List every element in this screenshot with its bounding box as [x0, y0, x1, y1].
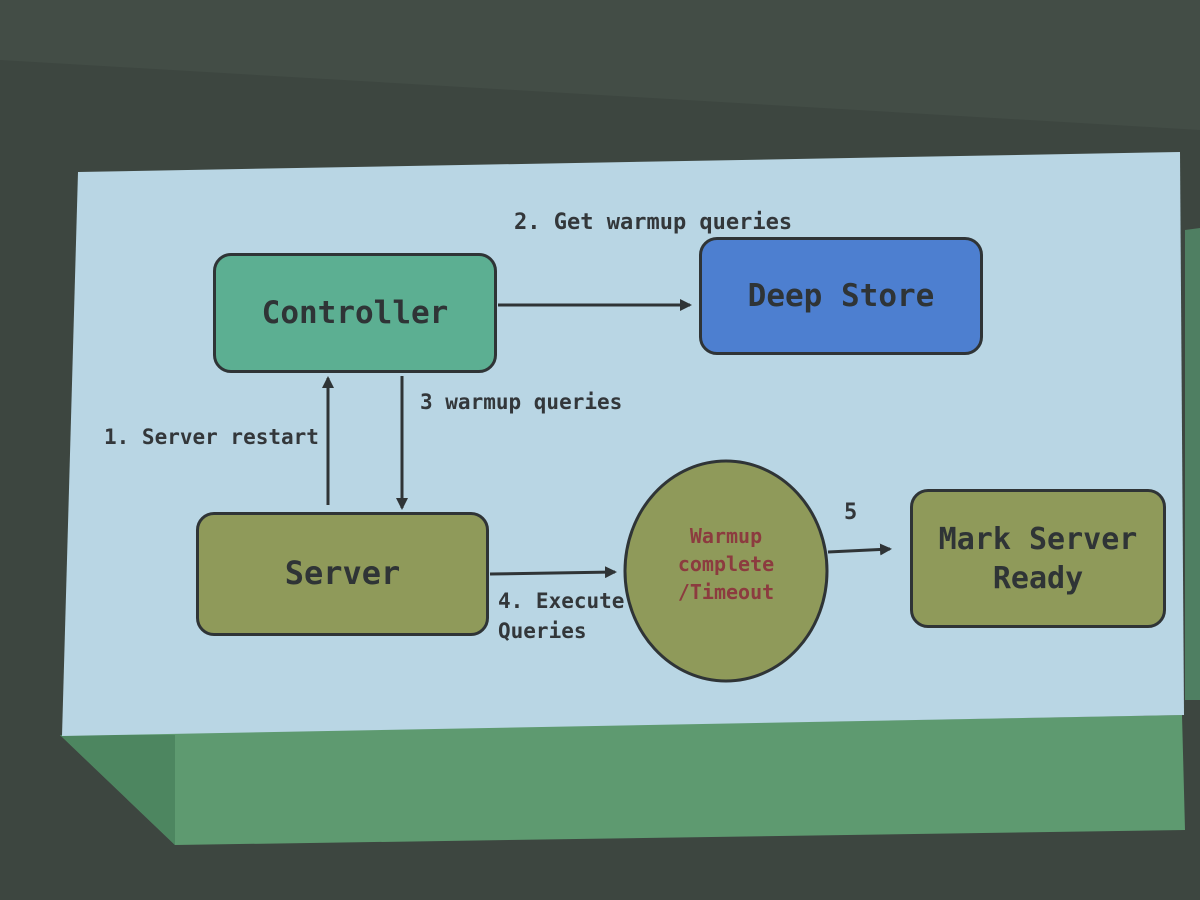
controller-label: Controller	[261, 294, 449, 331]
edge-label-step-5: 5	[844, 500, 858, 525]
edge-label-execute-queries: 4. Execute Queries	[498, 586, 624, 647]
deep-store-node: Deep Store	[699, 237, 983, 355]
execute-label-line2: Queries	[498, 619, 587, 644]
edge-label-warmup-queries: 3 warmup queries	[420, 390, 623, 414]
deep-store-label: Deep Store	[747, 277, 935, 314]
server-node: Server	[196, 512, 489, 636]
edge-label-get-warmup-queries: 2. Get warmup queries	[514, 210, 793, 235]
green-edge-right	[1185, 228, 1200, 700]
controller-node: Controller	[213, 253, 497, 373]
arrow-warmup-to-mark-ready	[827, 543, 892, 556]
arrow-server-to-warmup	[489, 566, 617, 579]
warmup-label: Warmup complete /Timeout	[640, 522, 812, 606]
mark-server-ready-node: Mark Server Ready	[910, 489, 1166, 628]
warmup-circle	[623, 459, 829, 683]
edge-label-server-restart: 1. Server restart	[104, 425, 319, 449]
green-shadow-side	[60, 735, 175, 845]
screen-top-shade	[0, 0, 1200, 130]
warmup-label-line2: complete	[677, 552, 775, 576]
warmup-label-line1: Warmup	[689, 524, 763, 548]
server-label: Server	[284, 554, 401, 593]
warmup-label-line3: /Timeout	[677, 580, 775, 604]
mark-server-ready-label-line2: Ready	[992, 560, 1084, 596]
green-shadow-bottom	[60, 715, 1185, 845]
execute-label-line1: 4. Execute	[498, 589, 625, 613]
mark-server-ready-label-line1: Mark Server	[938, 521, 1138, 557]
